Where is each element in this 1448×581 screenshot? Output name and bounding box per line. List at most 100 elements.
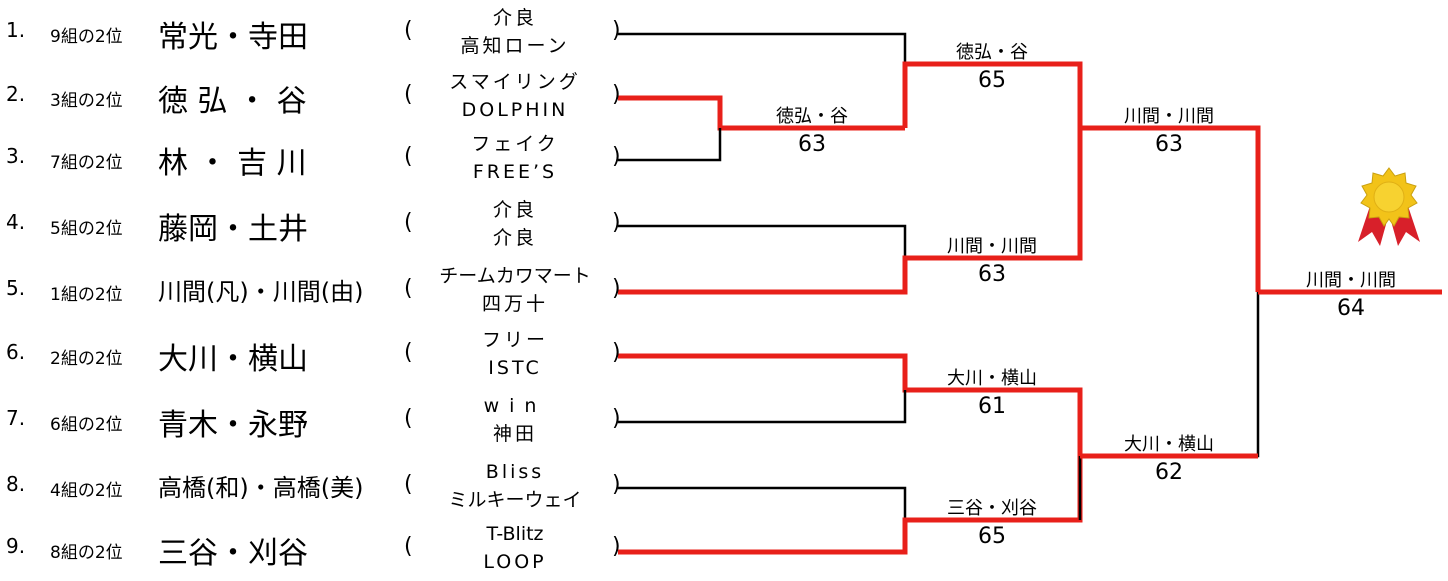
match-winner-r1: 徳弘・谷: [776, 106, 848, 127]
group-rank: 6組の2位: [50, 415, 123, 435]
club-names: 介良介良: [420, 196, 610, 252]
match-score-qf2: 63: [978, 262, 1006, 287]
player-pair: 徳 弘 ・ 谷: [158, 84, 307, 119]
entry-row: 5. 1組の2位 川間(凡)・川間(由) ( チームカワマート四万十 ): [0, 262, 640, 322]
seed-number: 6.: [6, 340, 26, 364]
club-names: フリー ISTC: [420, 326, 610, 382]
paren-close: ): [612, 82, 621, 107]
match-winner-sf2: 大川・横山: [1124, 434, 1214, 455]
paren-close: ): [612, 406, 621, 431]
group-rank: 7組の2位: [50, 153, 123, 173]
paren-close: ): [612, 472, 621, 497]
entry-row: 7. 6組の2位 青木・永野 ( win 神田 ): [0, 392, 640, 452]
match-score-sf1: 63: [1155, 132, 1183, 157]
club-names: フェイク FREE’S: [420, 130, 610, 186]
line-entry-7: [618, 390, 907, 424]
player-pair: 藤岡・土井: [158, 212, 308, 247]
paren-open: (: [404, 534, 413, 559]
club-1: win: [483, 395, 547, 417]
line-sf1: [1080, 125, 1261, 292]
line-r1-up: [902, 61, 1083, 128]
club-1: T-Blitz: [486, 523, 544, 545]
paren-open: (: [404, 472, 413, 497]
club-2: DOLPHIN: [461, 99, 569, 121]
seed-number: 1.: [6, 18, 26, 42]
paren-open: (: [404, 210, 413, 235]
seed-number: 3.: [6, 144, 26, 168]
line-entry-1: [618, 32, 907, 64]
paren-open: (: [404, 18, 413, 43]
seed-number: 7.: [6, 406, 26, 430]
line-entry-2: [618, 95, 905, 131]
seed-number: 8.: [6, 472, 26, 496]
player-pair: 川間(凡)・川間(由): [158, 278, 364, 306]
match-winner-qf1: 徳弘・谷: [956, 42, 1028, 63]
club-names: win 神田: [420, 392, 610, 448]
player-pair: 三谷・刈谷: [158, 536, 308, 571]
line-entry-4: [618, 224, 907, 258]
paren-open: (: [404, 144, 413, 169]
club-1: 介良: [492, 7, 537, 29]
match-score-qf4: 65: [978, 524, 1006, 549]
final-score: 64: [1337, 296, 1365, 321]
paren-close: ): [612, 276, 621, 301]
club-names: 介良高知ローン: [420, 4, 610, 60]
match-score-qf1: 65: [978, 68, 1006, 93]
match-winner-qf2: 川間・川間: [947, 236, 1037, 257]
group-rank: 8組の2位: [50, 543, 123, 563]
club-1: フェイク: [471, 133, 559, 155]
paren-open: (: [404, 406, 413, 431]
seed-number: 5.: [6, 276, 26, 300]
match-score-sf2: 62: [1155, 460, 1183, 485]
match-winner-qf3: 大川・横山: [947, 368, 1037, 389]
club-2: ミルキーウェイ: [448, 489, 582, 511]
champion-name: 川間・川間: [1306, 270, 1396, 291]
player-pair: 青木・永野: [158, 408, 308, 443]
group-rank: 4組の2位: [50, 481, 123, 501]
seed-number: 2.: [6, 82, 26, 106]
paren-close: ): [612, 210, 621, 235]
paren-close: ): [612, 144, 621, 169]
player-pair: 常光・寺田: [158, 20, 308, 55]
club-names: スマイリング DOLPHIN: [420, 68, 610, 124]
medal-icon: [1358, 167, 1420, 246]
group-rank: 1組の2位: [50, 285, 123, 305]
line-entry-8: [618, 486, 907, 520]
paren-open: (: [404, 340, 413, 365]
club-1: スマイリング: [449, 71, 581, 93]
club-1: チームカワマート: [439, 265, 591, 287]
line-entry-3: [618, 128, 722, 162]
group-rank: 9組の2位: [50, 27, 123, 47]
match-score-qf3: 61: [978, 394, 1006, 419]
entry-row: 8. 4組の2位 高橋(和)・高橋(美) ( Bliss ミルキーウェイ ): [0, 458, 640, 518]
club-2: LOOP: [483, 551, 547, 573]
player-pair: 大川・横山: [158, 342, 308, 377]
club-names: チームカワマート四万十: [420, 262, 610, 318]
entry-row: 1. 9組の2位 常光・寺田 ( 介良高知ローン ): [0, 4, 640, 64]
club-2: ISTC: [488, 357, 542, 379]
paren-close: ): [612, 534, 621, 559]
club-1: 介良: [492, 199, 537, 221]
club-1: フリー: [481, 329, 548, 351]
seed-number: 4.: [6, 210, 26, 234]
paren-close: ): [612, 18, 621, 43]
club-names: Bliss ミルキーウェイ: [420, 458, 610, 514]
paren-open: (: [404, 276, 413, 301]
entry-row: 4. 5組の2位 藤岡・土井 ( 介良介良 ): [0, 196, 640, 256]
match-winner-sf1: 川間・川間: [1124, 106, 1214, 127]
club-2: 神田: [492, 423, 537, 445]
match-winner-qf4: 三谷・刈谷: [947, 498, 1037, 519]
player-pair: 高橋(和)・高橋(美): [158, 474, 364, 502]
group-rank: 5組の2位: [50, 219, 123, 239]
club-1: Bliss: [485, 461, 545, 483]
match-score-r1: 63: [798, 132, 826, 157]
club-2: FREE’S: [472, 161, 558, 183]
group-rank: 2組の2位: [50, 349, 123, 369]
seed-number: 9.: [6, 534, 26, 558]
paren-open: (: [404, 82, 413, 107]
